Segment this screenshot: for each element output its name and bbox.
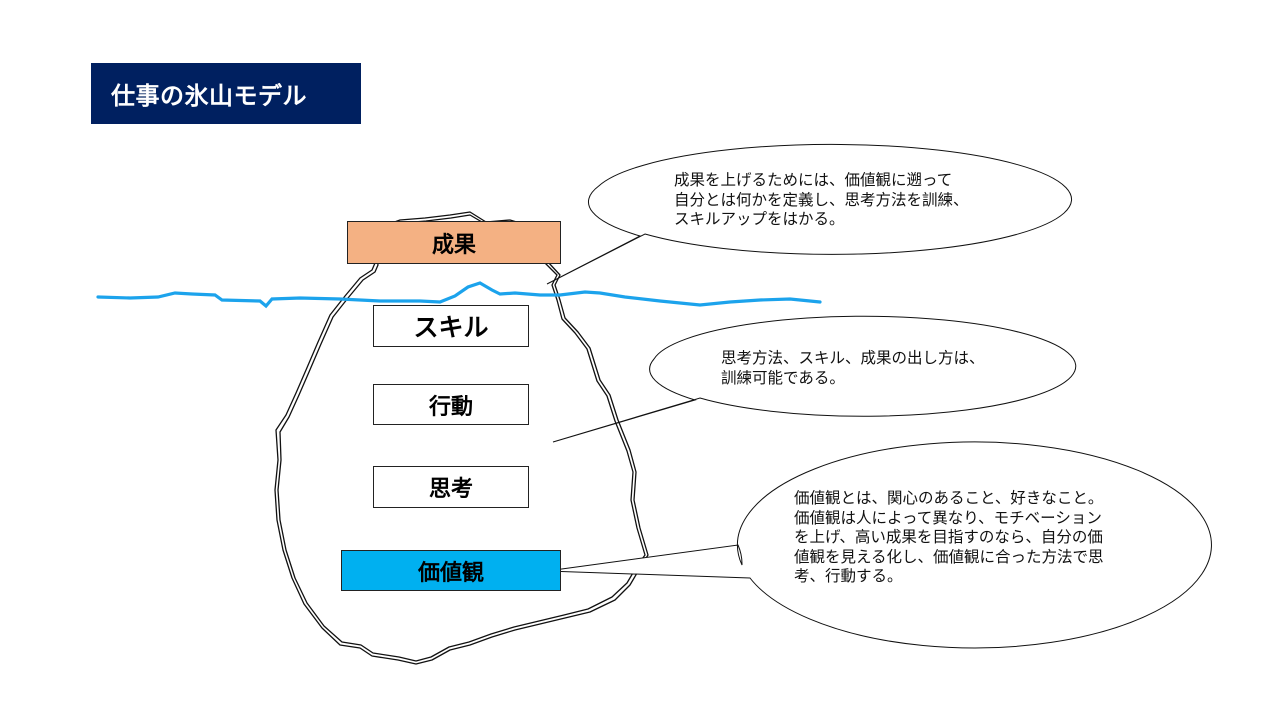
callout-top-text: 成果を上げるためには、価値観に遡って 自分とは何かを定義し、思考方法を訓練、 ス… bbox=[674, 171, 969, 230]
layer-result: 成果 bbox=[347, 221, 561, 264]
layer-action: 行動 bbox=[373, 384, 529, 425]
page-title: 仕事の氷山モデル bbox=[91, 63, 361, 124]
callout-middle-text: 思考方法、スキル、成果の出し方は、 訓練可能である。 bbox=[721, 349, 985, 388]
layer-skill: スキル bbox=[373, 305, 529, 347]
layer-thinking: 思考 bbox=[373, 466, 529, 508]
layer-values: 価値観 bbox=[341, 550, 561, 591]
callout-bottom-text: 価値観とは、関心のあること、好きなこと。 価値観は人によって異なり、モチベーショ… bbox=[794, 489, 1104, 587]
iceberg-outline bbox=[275, 212, 648, 664]
waterline bbox=[98, 283, 820, 306]
